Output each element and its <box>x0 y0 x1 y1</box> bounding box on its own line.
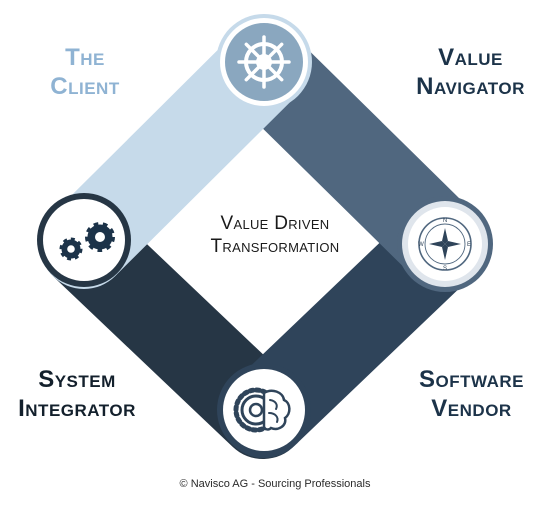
sv-line2: Vendor <box>431 394 512 422</box>
compass-s-label: S <box>443 266 447 272</box>
corner-label-system-integrator: System Integrator <box>2 366 152 424</box>
si-line2: Integrator <box>18 394 136 422</box>
compass-w-label: W <box>418 242 424 248</box>
node-software-vendor <box>217 363 311 457</box>
node-system-integrator <box>37 193 131 287</box>
sv-line1: Software <box>419 366 524 393</box>
corner-label-the-client: The Client <box>30 44 140 102</box>
copyright-footer: © Navisco AG - Sourcing Professionals <box>179 478 371 490</box>
si-line1: System <box>38 366 116 393</box>
center-line1: Value Driven <box>220 213 330 234</box>
node-client <box>216 14 312 110</box>
navigator-line2: Navigator <box>416 72 525 100</box>
client-line1: The <box>65 44 105 71</box>
gears-icon <box>59 222 115 261</box>
corner-label-software-vendor: Software Vendor <box>404 366 539 424</box>
center-diamond <box>160 142 370 343</box>
corner-label-value-navigator: Value Navigator <box>393 44 548 102</box>
center-line2: Transformation <box>210 235 340 257</box>
navigator-line1: Value <box>438 44 503 71</box>
brain-gear-icon <box>233 387 291 433</box>
client-line2: Client <box>50 72 120 100</box>
compass-n-label: N <box>443 218 447 224</box>
node-value-navigator: N S W E <box>397 196 493 292</box>
center-title: Value Driven Transformation <box>175 213 375 259</box>
compass-icon: N S W E <box>418 217 472 272</box>
ship-wheel-icon <box>237 35 291 89</box>
compass-e-label: E <box>467 242 471 248</box>
